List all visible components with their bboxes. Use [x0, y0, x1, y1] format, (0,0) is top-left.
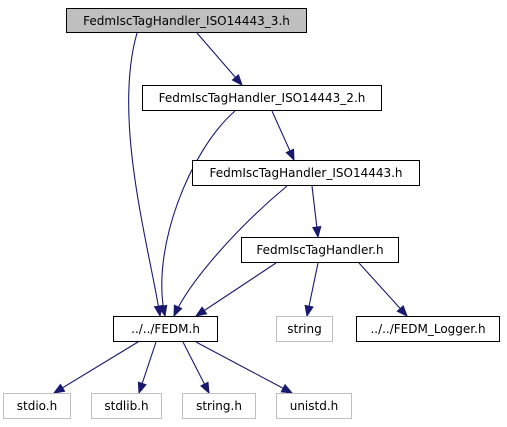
- node-string-std: string: [276, 316, 333, 342]
- node-stdio: stdio.h: [3, 393, 71, 419]
- node-iso14443[interactable]: FedmIscTagHandler_ISO14443.h: [192, 160, 420, 186]
- node-fedm-logger[interactable]: ../../FEDM_Logger.h: [356, 316, 500, 342]
- node-unistd: unistd.h: [276, 393, 352, 419]
- edge-fedm-to-unistd: [195, 341, 293, 394]
- node-tag-handler[interactable]: FedmIscTagHandler.h: [241, 237, 399, 263]
- edge-handler-to-fedm: [195, 262, 277, 317]
- edge-handler-to-logger: [358, 262, 408, 317]
- arrowhead-handler-to-fedm: [194, 306, 208, 317]
- arrowhead-iso3-to-iso2: [231, 73, 243, 87]
- edge-iso3-to-fedm: [128, 32, 161, 317]
- node-fedm[interactable]: ../../FEDM.h: [113, 316, 218, 342]
- edge-fedm-to-stdio: [53, 341, 139, 394]
- node-string-h: string.h: [182, 393, 256, 419]
- arrowhead-fedm-to-unistd: [280, 383, 294, 394]
- arrowhead-handler-to-logger: [396, 305, 408, 317]
- edge-iso3-to-iso2: [196, 32, 243, 86]
- arrowhead-iso2-to-fedm: [158, 304, 168, 318]
- arrowhead-iso-to-handler: [312, 226, 322, 239]
- edge-iso2-to-fedm: [161, 110, 236, 317]
- node-stdlib: stdlib.h: [91, 393, 162, 419]
- node-iso14443-3: FedmIscTagHandler_ISO14443_3.h: [66, 8, 307, 33]
- arrowhead-iso-to-fedm: [173, 304, 183, 318]
- arrowhead-fedm-to-stdlib: [137, 381, 147, 395]
- arrowhead-handler-to-string_std: [304, 304, 314, 318]
- arrowhead-fedm-to-stdio: [52, 383, 66, 394]
- node-iso14443-2[interactable]: FedmIscTagHandler_ISO14443_2.h: [142, 85, 382, 111]
- edge-iso-to-fedm: [173, 185, 288, 317]
- arrowhead-iso2-to-iso: [285, 148, 295, 162]
- arrowhead-fedm-to-string_h: [200, 381, 210, 395]
